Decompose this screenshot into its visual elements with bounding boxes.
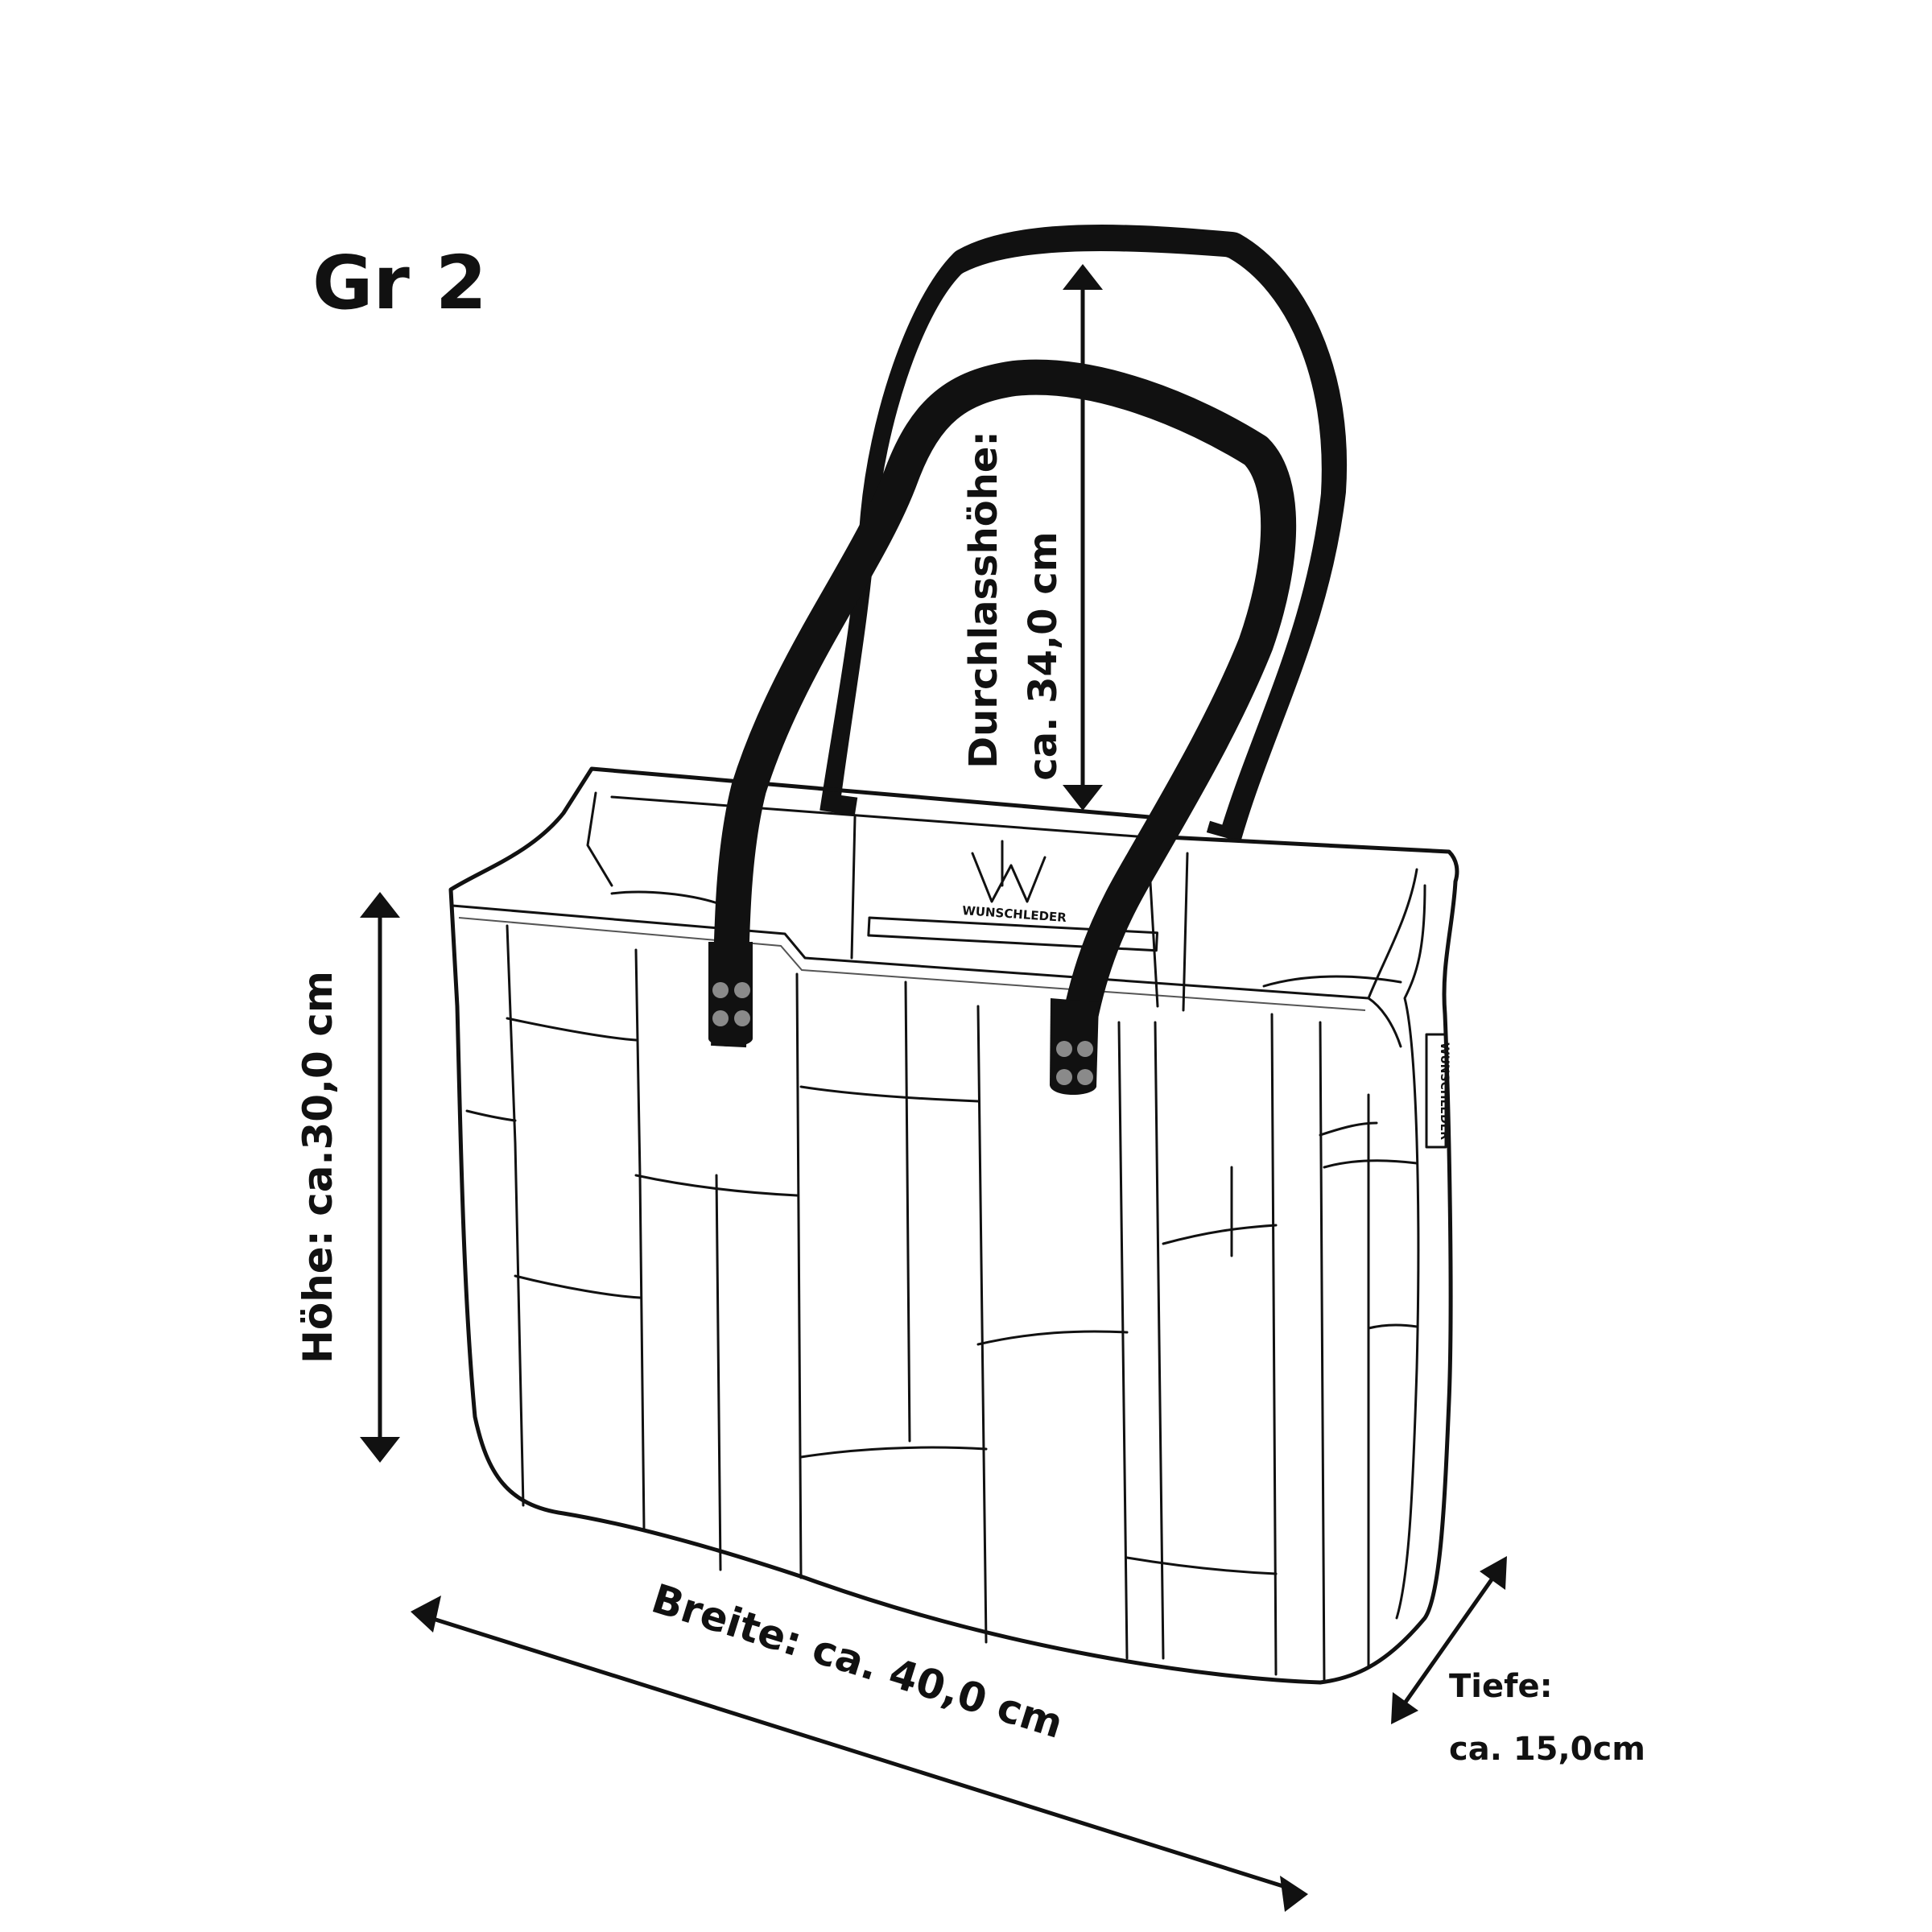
rivet-icon <box>1056 1069 1072 1085</box>
width-dimension: Breite: ca. 40,0 cm <box>411 1575 1308 1912</box>
handle-label-line1: Durchlasshöhe: <box>961 431 1006 768</box>
arrow-right-icon <box>1280 1876 1308 1912</box>
brand-name: WUNSCHLEDER <box>962 903 1067 925</box>
rivet-icon <box>1077 1069 1093 1085</box>
width-label: Breite: ca. 40,0 cm <box>646 1575 1068 1748</box>
rivet-icon <box>734 982 750 998</box>
rivet-icon <box>712 1010 729 1026</box>
brand-logo: WUNSCHLEDER <box>962 840 1067 925</box>
side-brand-tag: WUNSCHLEDER <box>1438 1042 1451 1140</box>
size-label: Gr 2 <box>312 240 487 326</box>
height-label: Höhe: ca.30,0 cm <box>295 971 341 1364</box>
arrow-down-icon <box>1063 785 1103 811</box>
bag-body: WUNSCHLEDER <box>448 766 1459 1685</box>
rivet-icon <box>1077 1041 1093 1057</box>
arrow-up-icon <box>360 892 400 918</box>
arrow-down-left-icon <box>1391 1692 1418 1724</box>
handle-label-line2: ca. 34,0 cm <box>1021 531 1066 780</box>
arrow-up-right-icon <box>1480 1556 1507 1590</box>
handle-dimension: Durchlasshöhe: ca. 34,0 cm <box>961 264 1103 811</box>
depth-dimension: Tiefe: ca. 15,0cm <box>1391 1556 1645 1768</box>
arrow-down-icon <box>360 1437 400 1463</box>
left-strap-end <box>708 942 753 1046</box>
depth-label-line2: ca. 15,0cm <box>1449 1731 1645 1768</box>
height-dimension: Höhe: ca.30,0 cm <box>295 892 400 1463</box>
depth-label-line1: Tiefe: <box>1449 1668 1553 1705</box>
rivet-icon <box>734 1010 750 1026</box>
front-handle <box>711 359 1297 1081</box>
arrow-left-icon <box>411 1596 441 1633</box>
rivet-icon <box>1056 1041 1072 1057</box>
rivet-icon <box>712 982 729 998</box>
right-strap-end <box>1050 998 1099 1095</box>
arrow-up-icon <box>1063 264 1103 290</box>
brand-logo-w-icon <box>971 840 1046 903</box>
